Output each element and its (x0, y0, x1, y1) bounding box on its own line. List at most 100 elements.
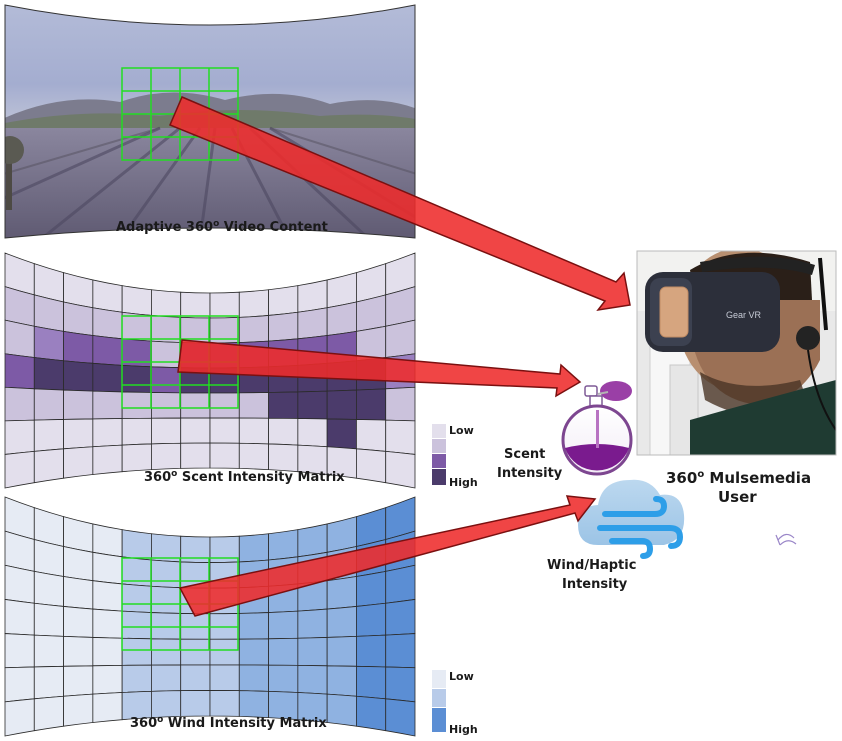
scent-grid-cell (63, 330, 94, 364)
wind-grid-cell (356, 602, 387, 637)
scent-grid-cell (180, 442, 211, 469)
wind-grid-cell (33, 665, 64, 700)
scent-grid-cell (33, 325, 64, 362)
scent-intensity-label-line2: Intensity (497, 466, 563, 481)
wind-grid-cell (209, 664, 240, 692)
wind-grid-cell (238, 690, 269, 719)
wind-intensity-label-line1: Wind/Haptic (547, 558, 636, 573)
scent-caption: 360o Scent Intensity Matrix (144, 469, 345, 485)
scent-legend: Low High (432, 424, 478, 489)
scent-grid-cell (63, 418, 94, 450)
wind-grid-cell (33, 570, 64, 607)
scent-grid-cell (92, 390, 123, 420)
scent-grid-cell (151, 442, 182, 471)
scent-grid-cell (63, 446, 94, 479)
scent-legend-swatch-2 (432, 439, 446, 453)
scent-grid-cell (268, 311, 299, 342)
wind-grid-cell (209, 690, 240, 717)
scent-grid-cell (121, 391, 152, 419)
scent-grid-cell (4, 386, 35, 422)
scent-intensity-label-line1: Scent (504, 447, 545, 462)
scent-grid-cell (297, 390, 328, 420)
wind-grid-cell (180, 638, 211, 666)
scent-grid-cell (356, 388, 387, 421)
scent-grid-cell (209, 442, 240, 469)
wind-grid-cell (33, 634, 64, 668)
scent-grid-cell (121, 443, 152, 473)
scent-grid-cell (121, 285, 152, 316)
wind-grid-cell (63, 635, 94, 667)
scent-grid-cell (297, 418, 328, 448)
arrows (169, 96, 631, 617)
video-panel: Adaptive 360o Video Content (4, 4, 416, 239)
scent-grid-cell (326, 301, 357, 336)
wind-grid-cell (92, 637, 123, 667)
scent-grid-cell (180, 392, 211, 419)
wind-grid-cell (92, 608, 123, 639)
wind-grid-cell (121, 664, 152, 693)
wind-grid-cell (63, 665, 94, 697)
scent-grid-cell (92, 335, 123, 366)
wind-grid-cell (4, 598, 35, 636)
wind-grid-cell (4, 633, 35, 669)
scent-grid-cell (209, 417, 240, 444)
wind-grid-cell (121, 583, 152, 613)
wind-grid-cell (151, 690, 182, 719)
scent-grid-cell (92, 307, 123, 340)
scent-grid-cell (33, 448, 64, 484)
scent-legend-high: High (449, 476, 478, 489)
wind-intensity-grid (4, 496, 416, 737)
wind-grid-cell (385, 698, 416, 737)
wind-grid-cell (356, 570, 387, 607)
wind-grid-cell (297, 523, 328, 558)
wind-grid-cell (238, 664, 269, 692)
wind-grid-cell (297, 637, 328, 667)
arrow-video-to-user (169, 96, 631, 312)
scent-grid-cell (385, 419, 416, 455)
wind-grid-cell (92, 692, 123, 723)
user-caption-line2: User (718, 488, 757, 506)
small-scent-icon (775, 533, 797, 546)
perfume-bottle-icon (561, 381, 633, 476)
scent-grid-cell (356, 448, 387, 484)
wind-grid-cell (33, 602, 64, 637)
panorama-image (5, 5, 415, 238)
wind-grid-cell (92, 551, 123, 585)
wind-grid-cell (63, 693, 94, 727)
wind-grid-cell (151, 638, 182, 666)
wind-grid-cell (238, 612, 269, 640)
wind-grid-cell (4, 698, 35, 737)
wind-caption: 360o Wind Intensity Matrix (130, 715, 327, 731)
wind-grid-cell (268, 664, 299, 693)
scent-grid-cell (4, 450, 35, 489)
scent-grid-cell (4, 419, 35, 455)
wind-grid-cell (385, 666, 416, 703)
wind-grid-cell (63, 546, 94, 582)
scent-grid-cell (151, 417, 182, 445)
wind-intensity-label-line2: Intensity (562, 577, 628, 592)
scent-grid-cell (151, 340, 182, 369)
scent-grid-cell (92, 444, 123, 475)
wind-grid-cell (63, 605, 94, 638)
wind-grid-cell (268, 637, 299, 666)
scent-grid-cell (268, 417, 299, 446)
wind-legend: Low High (432, 670, 478, 736)
wind-grid-cell (180, 664, 211, 692)
wind-grid-cell (180, 690, 211, 717)
wind-grid-cell (209, 638, 240, 666)
arrow-wind-to-cloud (178, 495, 597, 617)
scent-grid-cell (326, 272, 357, 309)
scent-grid-cell (385, 319, 416, 358)
wind-grid-cell (326, 576, 357, 610)
scent-grid-cell (92, 362, 123, 393)
scent-grid-cell (238, 314, 269, 343)
wind-grid-cell (385, 633, 416, 669)
scent-grid-cell (326, 389, 357, 420)
wind-grid-cell (356, 665, 387, 700)
scent-grid-cell (209, 291, 240, 319)
scent-grid-cell (326, 418, 357, 450)
scent-grid-cell (268, 391, 299, 419)
scent-grid-cell (63, 272, 94, 309)
wind-grid-cell (92, 664, 123, 695)
